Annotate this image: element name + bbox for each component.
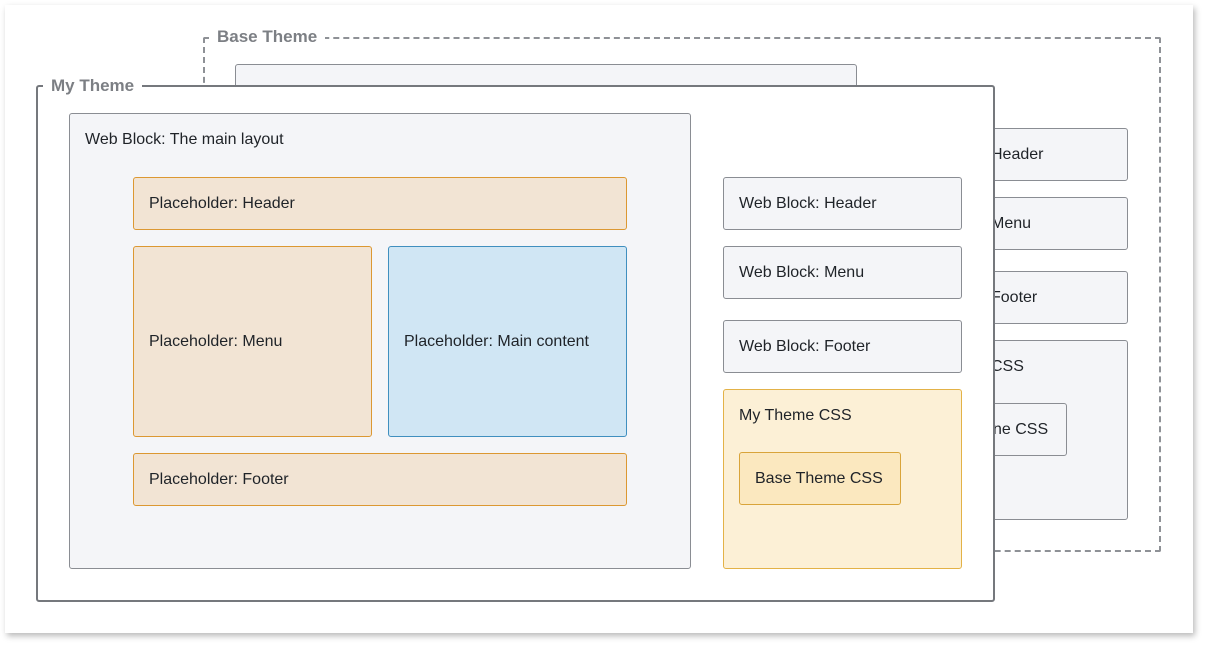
base-theme-css-block: Base Theme CSS	[739, 452, 901, 505]
web-block-footer-label: Web Block: Footer	[739, 337, 871, 355]
placeholder-main-content-label: Placeholder: Main content	[404, 332, 589, 350]
web-block-header: Web Block: Header	[723, 177, 962, 230]
web-block-menu-label: Web Block: Menu	[739, 263, 865, 281]
base-theme-footer-label: Footer	[991, 289, 1038, 306]
base-theme-header-label: Header	[991, 146, 1044, 163]
placeholder-header: Placeholder: Header	[133, 177, 627, 230]
base-theme-inner-css-label: ne CSS	[993, 421, 1049, 438]
placeholder-main-content: Placeholder: Main content	[388, 246, 627, 437]
web-block-menu: Web Block: Menu	[723, 246, 962, 299]
base-theme-css-label: Base Theme CSS	[755, 469, 883, 487]
base-theme-menu-label: Menu	[991, 215, 1032, 232]
web-block-header-label: Web Block: Header	[739, 194, 877, 212]
my-theme-css-label: My Theme CSS	[739, 407, 852, 424]
main-layout-label: Web Block: The main layout	[85, 131, 284, 148]
placeholder-footer-label: Placeholder: Footer	[149, 470, 289, 488]
web-block-footer: Web Block: Footer	[723, 320, 962, 373]
placeholder-header-label: Placeholder: Header	[149, 194, 295, 212]
placeholder-footer: Placeholder: Footer	[133, 453, 627, 506]
base-theme-title: Base Theme	[209, 27, 326, 47]
placeholder-menu-label: Placeholder: Menu	[149, 332, 283, 350]
base-theme-css-label: CSS	[991, 358, 1024, 375]
my-theme-title: My Theme	[43, 76, 143, 96]
placeholder-menu: Placeholder: Menu	[133, 246, 372, 437]
